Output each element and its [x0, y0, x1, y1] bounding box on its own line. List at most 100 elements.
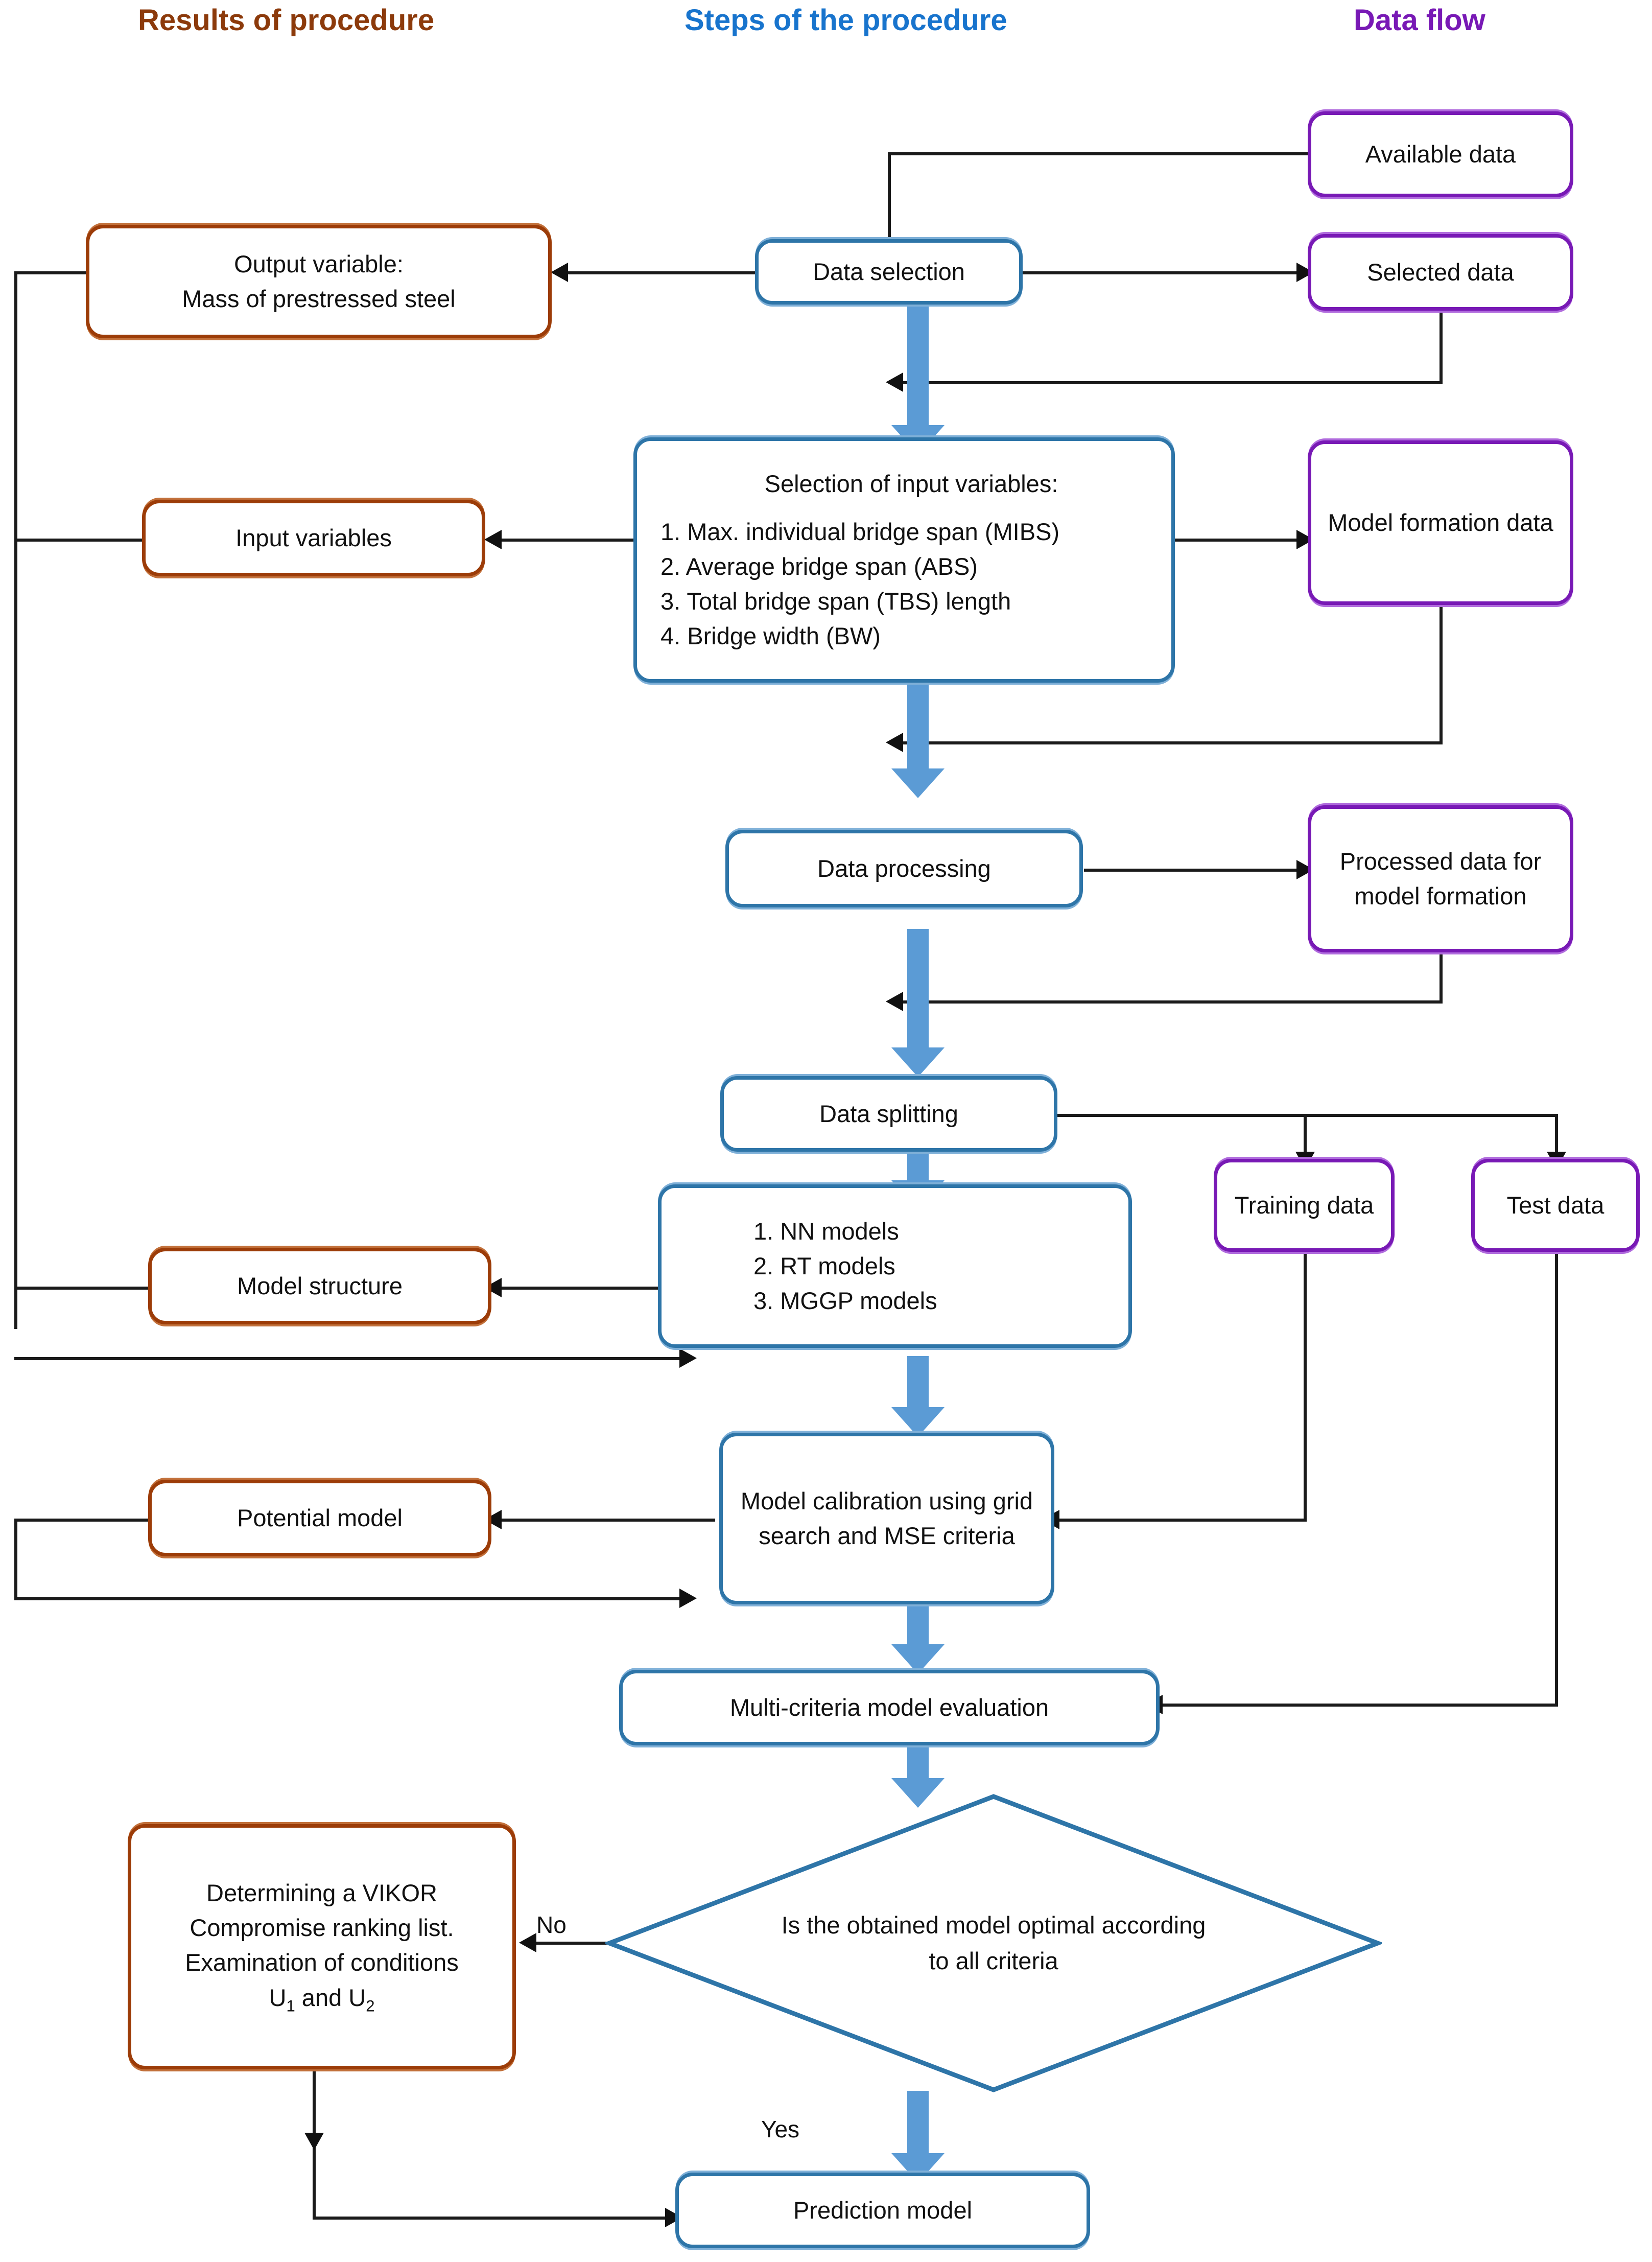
connector-structure-left-h [14, 1287, 148, 1290]
node-data-splitting[interactable]: Data splitting [720, 1076, 1057, 1152]
node-training-data[interactable]: Training data [1214, 1159, 1395, 1252]
node-selected-data-label: Selected data [1367, 258, 1514, 286]
node-input-variables[interactable]: Input variables [142, 500, 485, 576]
node-available-data[interactable]: Available data [1308, 111, 1573, 197]
node-input-selection-title: Selection of input variables: [764, 470, 1058, 497]
vikor-u1-prefix: U [269, 1984, 287, 2011]
node-vikor-line1: Determining a VIKOR [206, 1879, 437, 1907]
column-header-dataflow: Data flow [1354, 4, 1485, 37]
arrowhead-left-into-flow-1 [886, 372, 903, 392]
blue-arrow-evaluation-to-decision [880, 1742, 956, 1808]
decision-diamond-shape [605, 1794, 1382, 2092]
arrowhead-right-return-flow-2 [679, 1589, 697, 1608]
node-data-processing[interactable]: Data processing [725, 830, 1083, 907]
connector-decision-no-h [527, 1942, 637, 1945]
connector-left-rail-b-return-h [14, 1597, 689, 1600]
connector-available-to-selection-v [888, 152, 891, 254]
connector-available-to-selection-h [888, 152, 1308, 155]
node-output-variable-line1: Output variable: [234, 250, 404, 277]
connector-processed-down-v [1439, 952, 1443, 1003]
connector-left-rail-a [14, 271, 17, 1329]
connector-inputsel-to-modelformation-h [1170, 539, 1297, 542]
connector-test-to-evaluation-h [1155, 1704, 1558, 1707]
connector-selection-to-output-h [557, 271, 777, 274]
node-vikor-ranking[interactable]: Determining a VIKOR Compromise ranking l… [128, 1824, 516, 2069]
connector-test-down-v [1555, 1252, 1558, 1707]
node-model-types-item-3: 3. MGGP models [753, 1287, 937, 1315]
blue-arrow-processing-to-splitting [880, 929, 956, 1077]
connector-inputsel-to-inputvars-h [490, 539, 638, 542]
connector-calibration-to-potential-h [490, 1519, 715, 1522]
node-multicriteria-evaluation-label: Multi-criteria model evaluation [729, 1693, 1049, 1721]
node-input-selection-item-3: 3. Total bridge span (TBS) length [660, 588, 1011, 615]
connector-left-rail-a-return-h [14, 1357, 689, 1360]
node-processed-data-label: Processed data for model formation [1339, 847, 1542, 910]
node-model-calibration-label: Model calibration using grid search and … [740, 1487, 1033, 1549]
node-model-types[interactable]: 1. NN models 2. RT models 3. MGGP models [658, 1184, 1132, 1348]
node-potential-model-label: Potential model [237, 1504, 403, 1531]
connector-processed-back-h [902, 1000, 1443, 1004]
node-model-types-item-2: 2. RT models [753, 1252, 895, 1279]
connector-modelformation-down-v [1439, 606, 1443, 743]
node-processed-data[interactable]: Processed data for model formation [1308, 805, 1573, 952]
node-input-variable-selection[interactable]: Selection of input variables: 1. Max. in… [633, 437, 1175, 683]
node-output-variable-line2: Mass of prestressed steel [182, 285, 456, 312]
node-selected-data[interactable]: Selected data [1308, 234, 1573, 311]
node-model-formation-data-label: Model formation data [1328, 508, 1553, 536]
vikor-u2-sub: 2 [366, 1996, 375, 2015]
connector-training-to-calibration-h [1052, 1519, 1307, 1522]
node-input-selection-item-2: 2. Average bridge span (ABS) [660, 552, 978, 580]
connector-selection-to-selected-h [1022, 271, 1297, 274]
node-output-variable[interactable]: Output variable: Mass of prestressed ste… [86, 225, 552, 338]
blue-arrow-decision-yes-to-prediction [880, 2091, 956, 2183]
node-available-data-label: Available data [1365, 140, 1516, 168]
blue-arrow-models-to-calibration [880, 1356, 956, 1437]
arrowhead-left-into-flow-2 [886, 733, 903, 752]
node-test-data[interactable]: Test data [1471, 1159, 1640, 1252]
node-data-selection[interactable]: Data selection [755, 239, 1023, 305]
arrowhead-left-input-variables [484, 530, 502, 549]
connector-splitting-out-h [1057, 1114, 1558, 1117]
arrowhead-left-vikor [519, 1933, 536, 1952]
node-input-selection-item-1: 1. Max. individual bridge span (MIBS) [660, 518, 1060, 545]
node-training-data-label: Training data [1234, 1191, 1374, 1219]
arrowhead-right-return-flow-1 [679, 1348, 697, 1368]
connector-splitting-test-v [1555, 1114, 1558, 1155]
connector-selected-down-v [1439, 310, 1443, 383]
vikor-u1-sub: 1 [286, 1996, 295, 2015]
edge-label-no: No [536, 1911, 567, 1938]
arrowhead-down-vikor-loop [304, 2133, 324, 2150]
node-decision-label: Is the obtained model optimal according … [781, 1911, 1206, 1975]
node-vikor-line4: U1 and U2 [140, 1980, 503, 2018]
node-vikor-line2: Compromise ranking list. [190, 1914, 454, 1942]
node-model-formation-data[interactable]: Model formation data [1308, 440, 1573, 605]
blue-arrow-selection-to-inputvars [880, 302, 956, 455]
vikor-and-u: and U [295, 1984, 366, 2011]
connector-left-rail-b [14, 1519, 17, 1600]
node-model-structure[interactable]: Model structure [148, 1248, 491, 1324]
connector-output-left-h [14, 271, 91, 274]
node-model-types-item-1: 1. NN models [753, 1217, 899, 1245]
arrowhead-left-into-flow-3 [886, 992, 903, 1011]
connector-potential-left-h [14, 1519, 148, 1522]
node-prediction-model-label: Prediction model [793, 2196, 973, 2224]
node-data-splitting-label: Data splitting [819, 1100, 958, 1127]
blue-arrow-calibration-to-evaluation [880, 1599, 956, 1674]
connector-vikor-to-prediction-h [313, 2217, 670, 2220]
node-potential-model[interactable]: Potential model [148, 1480, 491, 1556]
node-multicriteria-evaluation[interactable]: Multi-criteria model evaluation [619, 1670, 1160, 1745]
node-model-calibration[interactable]: Model calibration using grid search and … [719, 1433, 1054, 1604]
node-input-selection-item-4: 4. Bridge width (BW) [660, 622, 881, 650]
node-model-structure-label: Model structure [237, 1272, 403, 1299]
node-vikor-line3: Examination of conditions [185, 1949, 459, 1976]
connector-processing-to-processed-h [1084, 869, 1297, 872]
node-data-processing-label: Data processing [817, 854, 991, 882]
arrowhead-left-output-variable [551, 263, 568, 282]
column-header-steps: Steps of the procedure [685, 4, 1007, 37]
connector-training-down-v [1304, 1252, 1307, 1522]
node-prediction-model[interactable]: Prediction model [675, 2173, 1090, 2248]
node-decision-optimal[interactable]: Is the obtained model optimal according … [605, 1792, 1382, 2094]
connector-modelformation-back-h [902, 741, 1443, 744]
node-data-selection-label: Data selection [813, 258, 965, 285]
